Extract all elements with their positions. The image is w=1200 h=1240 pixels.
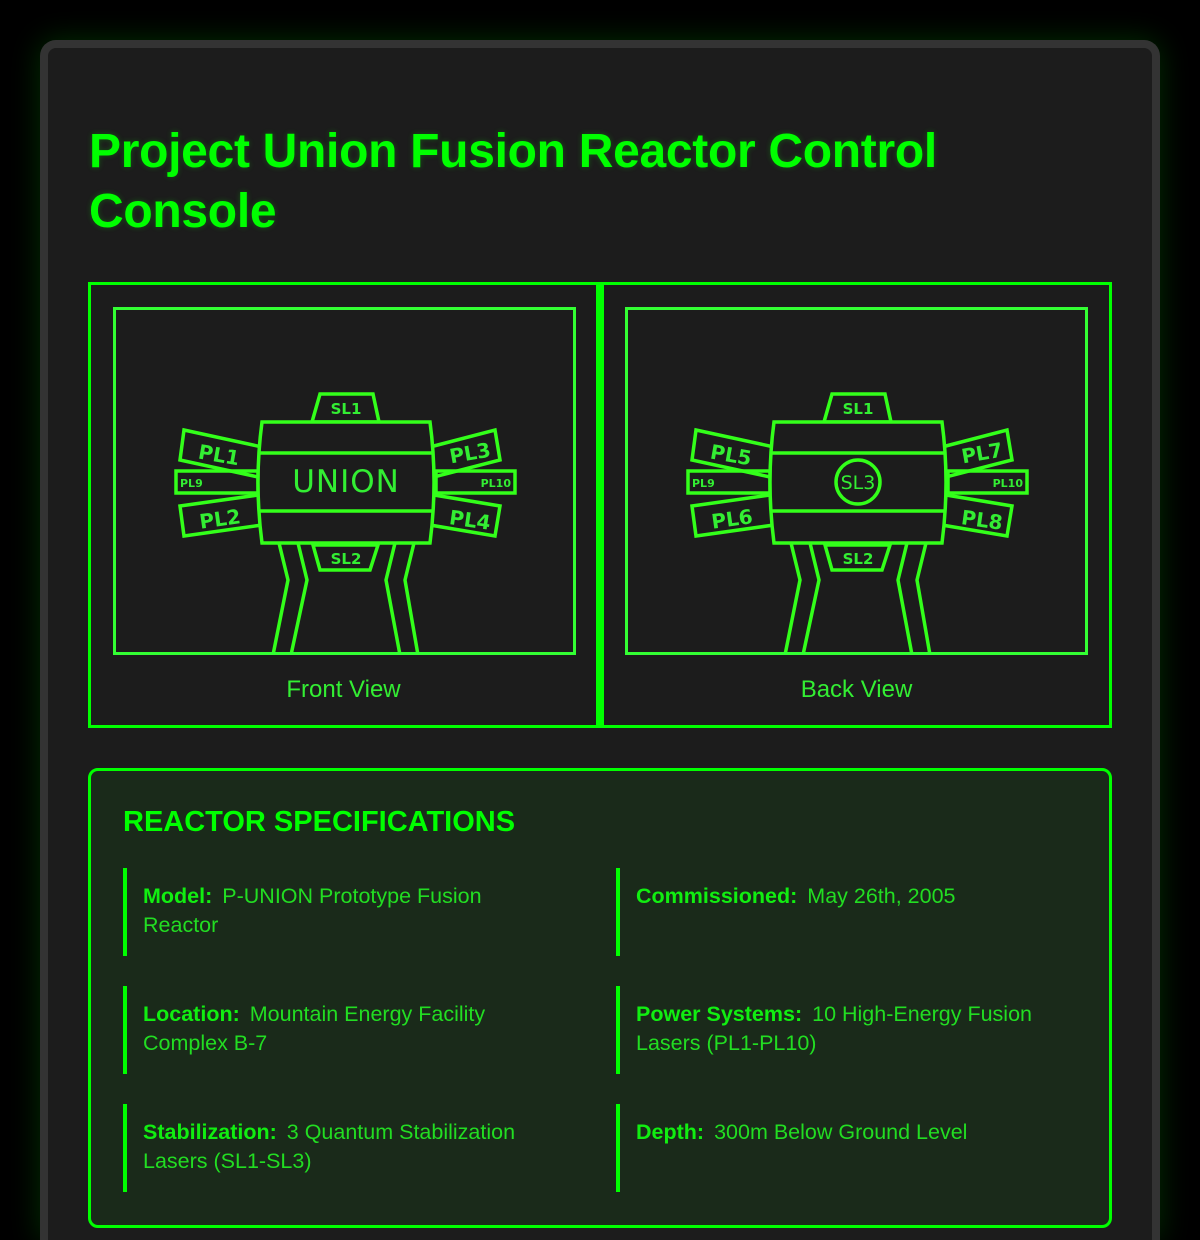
reactor-back-diagram: PL5 PL6 PL7 PL8 PL9 PL10 SL1 SL2 SL3 — [686, 392, 1029, 652]
reactor-front-diagram: PL1 PL2 PL3 PL4 PL9 PL10 SL1 SL2 UNION — [174, 392, 517, 652]
laser-label-pl10: PL10 — [993, 477, 1024, 490]
reactor-views: PL1 PL2 PL3 PL4 PL9 PL10 SL1 SL2 UNION F… — [88, 282, 1112, 728]
laser-label-pl10: PL10 — [481, 477, 512, 490]
left-leg-outer — [271, 542, 290, 652]
spec-key: Depth: — [636, 1120, 705, 1144]
stabilizer-label-sl1: SL1 — [843, 400, 874, 418]
front-view-label: Front View — [286, 676, 401, 703]
stabilizer-label-sl1: SL1 — [331, 400, 362, 418]
reactor-specifications-panel: REACTOR SPECIFICATIONS Model:P-UNION Pro… — [88, 768, 1112, 1228]
right-leg-outer — [403, 542, 420, 652]
spec-key: Stabilization: — [143, 1120, 277, 1144]
stabilizer-label-sl2: SL2 — [331, 550, 362, 568]
spec-value: P-UNION Prototype Fusion Reactor — [143, 884, 482, 937]
back-view-label: Back View — [800, 676, 913, 703]
laser-label-pl8: PL8 — [960, 505, 1004, 535]
spec-value: May 26th, 2005 — [807, 884, 956, 908]
spec-commissioned: Commissioned: May 26th, 2005 — [616, 868, 1066, 956]
spec-value: 300m Below Ground Level — [714, 1120, 968, 1144]
left-leg-inner — [289, 542, 309, 652]
sl3-emitter — [834, 458, 882, 506]
specs-title: REACTOR SPECIFICATIONS — [123, 806, 516, 838]
spec-value: Mountain Energy Facility Complex B-7 — [143, 1002, 486, 1055]
stabilizer-label-sl2: SL2 — [843, 550, 874, 568]
laser-label-pl4: PL4 — [448, 505, 492, 535]
back-view-panel: PL5 PL6 PL7 PL8 PL9 PL10 SL1 SL2 SL3 Bac… — [600, 282, 1112, 728]
laser-label-pl9: PL9 — [692, 477, 715, 490]
spec-key: Power Systems: — [636, 1002, 803, 1026]
spec-stabilization: Stabilization:3 Quantum Stabilization La… — [123, 1104, 543, 1192]
spec-model: Model:P-UNION Prototype Fusion Reactor — [123, 868, 543, 956]
core-label: UNION — [292, 464, 400, 500]
back-view-diagram: PL5 PL6 PL7 PL8 PL9 PL10 SL1 SL2 SL3 — [625, 307, 1088, 655]
spec-key: Model: — [143, 884, 213, 908]
right-leg-inner — [384, 542, 402, 652]
spec-location: Location:Mountain Energy Facility Comple… — [123, 986, 543, 1074]
spec-value: 3 Quantum Stabilization Lasers (SL1-SL3) — [143, 1120, 516, 1173]
laser-label-pl6: PL6 — [710, 504, 754, 534]
front-view-panel: PL1 PL2 PL3 PL4 PL9 PL10 SL1 SL2 UNION F… — [88, 282, 600, 728]
spec-key: Commissioned: — [636, 884, 798, 908]
front-view-diagram: PL1 PL2 PL3 PL4 PL9 PL10 SL1 SL2 UNION — [113, 307, 576, 655]
spec-depth: Depth: 300m Below Ground Level — [616, 1104, 1066, 1192]
spec-value: 10 High-Energy Fusion Lasers (PL1-PL10) — [636, 1002, 1033, 1055]
spec-power-systems: Power Systems:10 High-Energy Fusion Lase… — [616, 986, 1066, 1074]
laser-label-pl2: PL2 — [198, 504, 242, 534]
core-label-sl3: SL3 — [841, 472, 876, 494]
laser-label-pl9: PL9 — [180, 477, 203, 490]
spec-key: Location: — [143, 1002, 240, 1026]
page-title: Project Union Fusion Reactor Control Con… — [89, 125, 937, 238]
